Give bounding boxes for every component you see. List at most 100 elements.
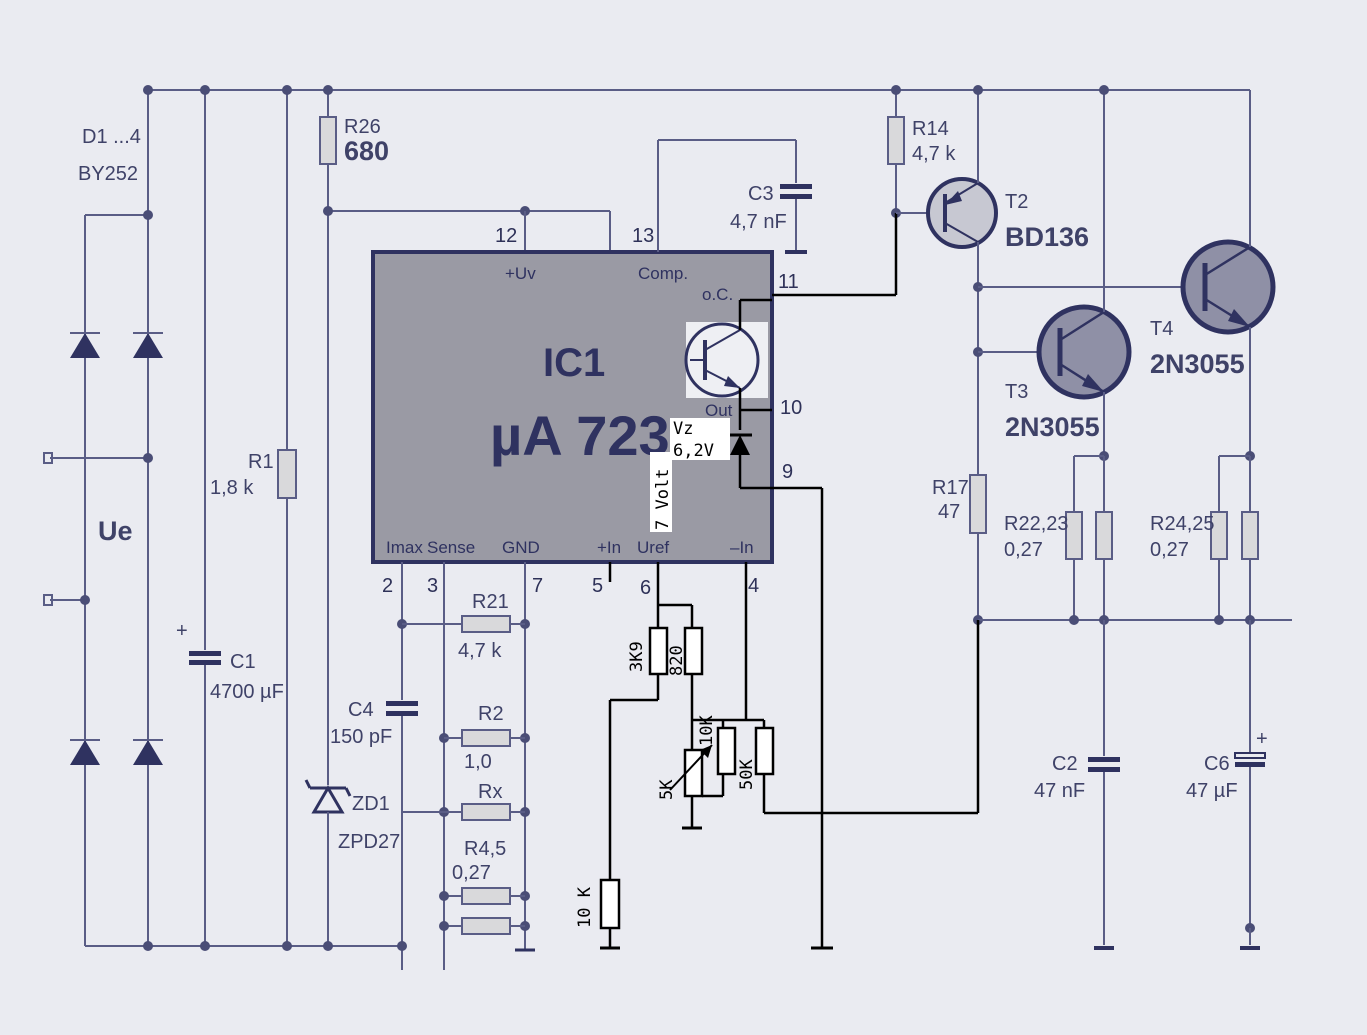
ic1-body: IC1 µA 723 +Uv Comp. o.C. Out Imax Sense… [371, 250, 774, 564]
zd1-name: ZD1 [352, 793, 390, 815]
resistor-r2: R2 1,0 [444, 703, 525, 773]
pin-sense: Sense [427, 538, 475, 557]
vz-label: Vz [673, 419, 693, 439]
ic-part: µA 723 [490, 404, 670, 467]
input-terminal-1 [43, 452, 53, 464]
pinnum-5: 5 [592, 575, 603, 597]
r2223-value: 0,27 [1004, 539, 1043, 561]
uref-volt-label: 7 Volt [653, 469, 673, 530]
r17-value: 47 [938, 501, 960, 523]
zener-zd1: ZD1 ZPD27 [304, 779, 400, 951]
r1-value: 1,8 k [210, 477, 254, 499]
pin2-network: C4 150 pF [330, 562, 418, 970]
label-50k: 50K [737, 759, 757, 790]
pin-uv: +Uv [505, 264, 536, 283]
t3-value: 2N3055 [1005, 412, 1100, 442]
d1-value: BY252 [78, 163, 138, 185]
r45-name: R4,5 [464, 838, 506, 860]
pinnum-6: 6 [640, 577, 651, 599]
pin-inp: +In [597, 538, 621, 557]
c1-name: C1 [230, 651, 256, 673]
r26-value: 680 [344, 136, 389, 166]
pinnum-13: 13 [632, 225, 654, 247]
capacitor-c2: C2 47 nF [1034, 620, 1120, 950]
c4-value: 150 pF [330, 726, 392, 748]
pin-uref: Uref [637, 538, 669, 557]
resistor-10k-trim [716, 726, 737, 776]
pinnum-11: 11 [778, 271, 799, 293]
t2-name: T2 [1005, 191, 1028, 213]
resistor-3k9 [648, 626, 669, 676]
r2-name: R2 [478, 703, 504, 725]
pinnum-2: 2 [382, 575, 393, 597]
c2-name: C2 [1052, 753, 1078, 775]
pinnum-7: 7 [532, 575, 543, 597]
capacitor-c1: + C1 4700 µF [176, 85, 284, 951]
zd1-value: ZPD27 [338, 831, 400, 853]
diode-3 [70, 740, 100, 765]
t4-name: T4 [1150, 318, 1173, 340]
r14-value: 4,7 k [912, 143, 956, 165]
reference-divider: 3K9 820 10K 50K 5K 10 K [575, 486, 980, 950]
resistors-r22-r23: R22,23 0,27 [1004, 451, 1113, 625]
transistor-t2: T2 BD136 [896, 85, 1089, 475]
c6-plus: + [1256, 728, 1268, 750]
label-820: 820 [667, 645, 687, 676]
label-3k9: 3K9 [627, 641, 647, 672]
resistor-820 [683, 626, 704, 676]
transistor-t3: T3 2N3055 [973, 85, 1132, 456]
pinnum-4: 4 [748, 575, 759, 597]
r17-name: R17 [932, 477, 969, 499]
r2223-name: R22,23 [1004, 513, 1069, 535]
ue-label: Ue [98, 516, 133, 546]
r14-name: R14 [912, 118, 949, 140]
pin-imax: Imax [386, 538, 423, 557]
label-10k-trim: 10K [697, 715, 717, 746]
capacitor-c3: C3 4,7 nF [657, 139, 812, 254]
c1-plus: + [176, 620, 188, 642]
pin-comp: Comp. [638, 264, 688, 283]
r2425-name: R24,25 [1150, 513, 1215, 535]
resistors-r4-r5: R4,5 0,27 [439, 838, 525, 935]
diode-2 [133, 333, 163, 358]
label-5k: 5K [657, 779, 677, 800]
pin-out: Out [705, 401, 733, 420]
resistor-rx: Rx [402, 781, 525, 821]
c6-value: 47 µF [1186, 780, 1238, 802]
pinnum-9: 9 [782, 461, 793, 483]
r26-name: R26 [344, 116, 381, 138]
t2-value: BD136 [1005, 222, 1089, 252]
pin7-network [515, 562, 535, 952]
bridge-rectifier: D1 ...4 BY252 Ue [43, 85, 163, 951]
input-terminal-2 [43, 594, 53, 606]
resistor-r14: R14 4,7 k [772, 85, 956, 297]
r2-value: 1,0 [464, 751, 492, 773]
rx-name: Rx [478, 781, 502, 803]
vz-value: 6,2V [673, 441, 714, 461]
r1-name: R1 [248, 451, 274, 473]
resistor-r17: R17 47 [932, 474, 1292, 625]
diode-1 [70, 333, 100, 358]
resistor-r1: R1 1,8 k [210, 85, 297, 951]
r21-value: 4,7 k [458, 640, 502, 662]
d1-name: D1 ...4 [82, 126, 141, 148]
resistor-r26: R26 680 [319, 85, 611, 785]
potentiometer-5k [683, 748, 704, 798]
label-10k-bottom: 10 K [575, 886, 595, 928]
ic-name: IC1 [543, 341, 605, 385]
pinnum-12: 12 [495, 225, 517, 247]
r45-value: 0,27 [452, 862, 491, 884]
pinnum-3: 3 [427, 575, 438, 597]
r2425-value: 0,27 [1150, 539, 1189, 561]
c3-name: C3 [748, 183, 774, 205]
resistor-10k-bottom [599, 878, 621, 930]
capacitor-c6: + C6 47 µF [1186, 620, 1268, 950]
diode-4 [133, 740, 163, 765]
transistor-t4: T4 2N3055 [973, 90, 1276, 456]
pin-inn: –In [730, 538, 754, 557]
t3-name: T3 [1005, 381, 1028, 403]
pin-gnd: GND [502, 538, 540, 557]
pin-oc: o.C. [702, 285, 733, 304]
